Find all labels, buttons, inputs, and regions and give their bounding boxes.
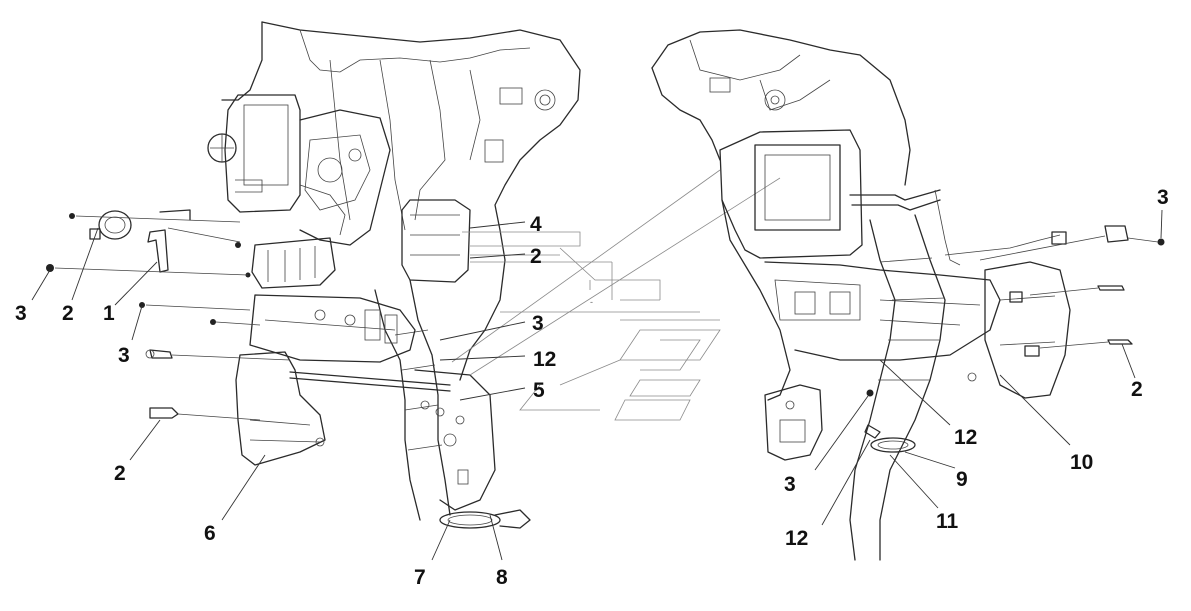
callout-2: 2 [1131, 378, 1143, 401]
callout-3: 3 [532, 312, 544, 335]
right-assembly-view [651, 29, 1165, 561]
callout-labels: 4 2 3 12 5 3 2 1 3 2 6 7 8 3 2 10 12 9 1… [15, 186, 1169, 589]
left-assembly-view [46, 21, 581, 529]
callout-3: 3 [784, 473, 796, 496]
callout-6: 6 [204, 522, 216, 545]
callout-12: 12 [533, 348, 556, 371]
callout-2: 2 [530, 245, 542, 268]
callout-9: 9 [956, 468, 968, 491]
callout-11: 11 [936, 510, 959, 533]
callout-12: 12 [954, 426, 977, 449]
callout-5: 5 [533, 379, 545, 402]
callout-3: 3 [1157, 186, 1169, 209]
callout-8: 8 [496, 566, 508, 589]
callout-4: 4 [530, 213, 542, 236]
callout-7: 7 [414, 566, 426, 589]
callout-2: 2 [62, 302, 74, 325]
callout-2: 2 [114, 462, 126, 485]
callout-3: 3 [118, 344, 130, 367]
callout-1: 1 [103, 302, 115, 325]
connecting-guide-lines: - [451, 169, 781, 421]
svg-text:-: - [590, 297, 593, 307]
callout-3: 3 [15, 302, 27, 325]
callout-12: 12 [785, 527, 808, 550]
callout-10: 10 [1070, 451, 1093, 474]
callout-leader-lines [31, 209, 1163, 561]
